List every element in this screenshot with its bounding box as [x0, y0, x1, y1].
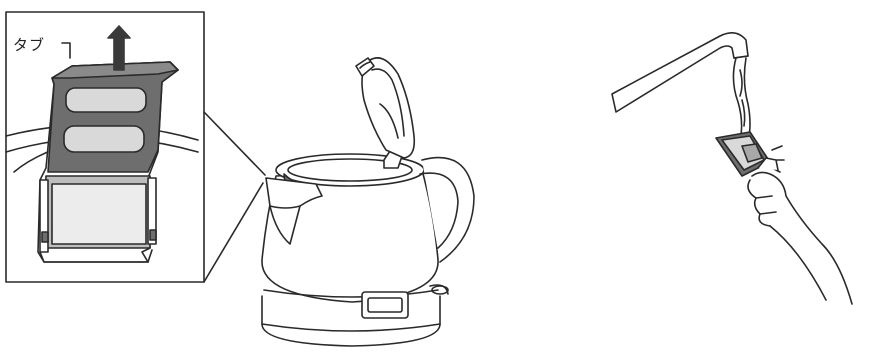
- faucet: [612, 33, 748, 112]
- kettle-lid: [362, 58, 414, 158]
- kettle-display: [362, 292, 408, 318]
- rinsing-scene: [612, 33, 852, 304]
- tab-callout-label: タブ: [13, 36, 45, 54]
- kettle: [262, 58, 474, 346]
- hand: [752, 172, 852, 304]
- callout-line-top: [204, 112, 265, 175]
- filter-mesh-window: [64, 126, 144, 152]
- filter-mesh-window: [66, 88, 146, 112]
- callout-line-bottom: [204, 183, 263, 282]
